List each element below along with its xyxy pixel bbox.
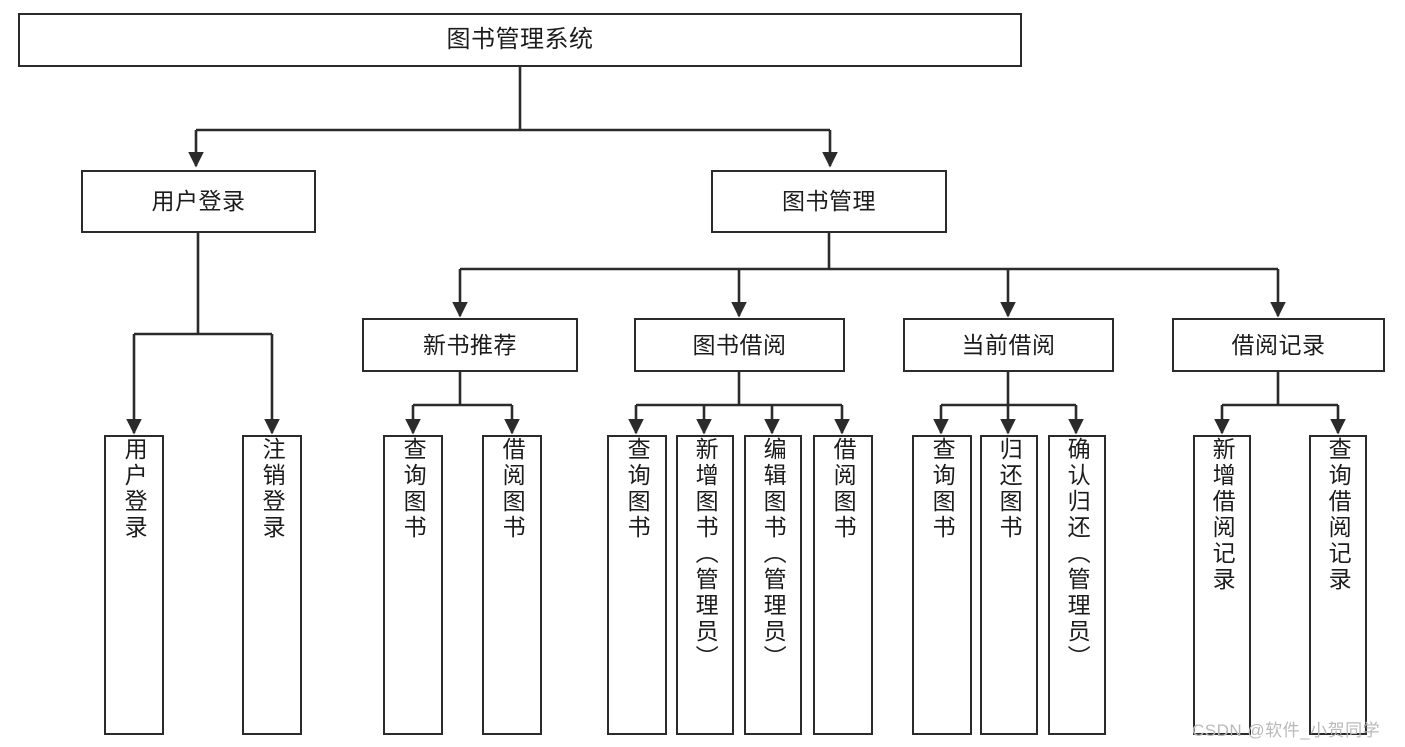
node-user-login-label: 用户登录 bbox=[151, 188, 246, 215]
leaf-edit-book-admin[interactable]: 编辑图书（管理员） bbox=[744, 435, 802, 735]
node-new-book-recommend[interactable]: 新书推荐 bbox=[362, 318, 578, 372]
leaf-query-book-newbook[interactable]: 查询图书 bbox=[383, 435, 443, 735]
leaf-borrow-book-newbook-label: 借阅图书 bbox=[499, 437, 526, 541]
leaf-query-book-current[interactable]: 查询图书 bbox=[912, 435, 972, 735]
leaf-logout-label: 注销登录 bbox=[259, 437, 286, 541]
leaf-add-borrow-record-label: 新增借阅记录 bbox=[1209, 437, 1236, 593]
node-book-borrow-label: 图书借阅 bbox=[692, 331, 787, 358]
leaf-logout[interactable]: 注销登录 bbox=[242, 435, 302, 735]
node-book-borrow[interactable]: 图书借阅 bbox=[634, 318, 845, 372]
leaf-query-book-borrow[interactable]: 查询图书 bbox=[607, 435, 667, 735]
node-user-login[interactable]: 用户登录 bbox=[81, 170, 316, 233]
leaf-confirm-return-admin-label: 确认归还（管理员） bbox=[1064, 437, 1091, 671]
leaf-return-book[interactable]: 归还图书 bbox=[980, 435, 1038, 735]
node-current-borrow[interactable]: 当前借阅 bbox=[903, 318, 1114, 372]
leaf-add-borrow-record[interactable]: 新增借阅记录 bbox=[1193, 435, 1251, 735]
node-root-label: 图书管理系统 bbox=[446, 26, 594, 54]
node-new-book-recommend-label: 新书推荐 bbox=[423, 331, 517, 358]
node-current-borrow-label: 当前借阅 bbox=[961, 331, 1056, 358]
node-book-manage-label: 图书管理 bbox=[782, 188, 876, 215]
leaf-borrow-book-borrow[interactable]: 借阅图书 bbox=[813, 435, 873, 735]
leaf-query-book-borrow-label: 查询图书 bbox=[624, 437, 651, 541]
leaf-user-login-label: 用户登录 bbox=[121, 437, 148, 541]
leaf-query-borrow-record-label: 查询借阅记录 bbox=[1325, 437, 1352, 593]
leaf-query-borrow-record[interactable]: 查询借阅记录 bbox=[1309, 435, 1367, 735]
node-book-manage[interactable]: 图书管理 bbox=[711, 170, 947, 233]
node-borrow-record-label: 借阅记录 bbox=[1231, 331, 1326, 358]
leaf-borrow-book-newbook[interactable]: 借阅图书 bbox=[482, 435, 542, 735]
leaf-add-book-admin[interactable]: 新增图书（管理员） bbox=[676, 435, 734, 735]
leaf-edit-book-admin-label: 编辑图书（管理员） bbox=[760, 437, 787, 671]
node-root[interactable]: 图书管理系统 bbox=[18, 13, 1022, 67]
leaf-query-book-newbook-label: 查询图书 bbox=[400, 437, 427, 541]
leaf-borrow-book-borrow-label: 借阅图书 bbox=[830, 437, 857, 541]
leaf-user-login[interactable]: 用户登录 bbox=[104, 435, 164, 735]
leaf-confirm-return-admin[interactable]: 确认归还（管理员） bbox=[1048, 435, 1106, 735]
node-borrow-record[interactable]: 借阅记录 bbox=[1172, 318, 1385, 372]
leaf-query-book-current-label: 查询图书 bbox=[929, 437, 956, 541]
leaf-return-book-label: 归还图书 bbox=[996, 437, 1023, 541]
csdn-watermark: CSDN @软件_小贺同学 bbox=[1192, 721, 1381, 740]
leaf-add-book-admin-label: 新增图书（管理员） bbox=[692, 437, 719, 671]
